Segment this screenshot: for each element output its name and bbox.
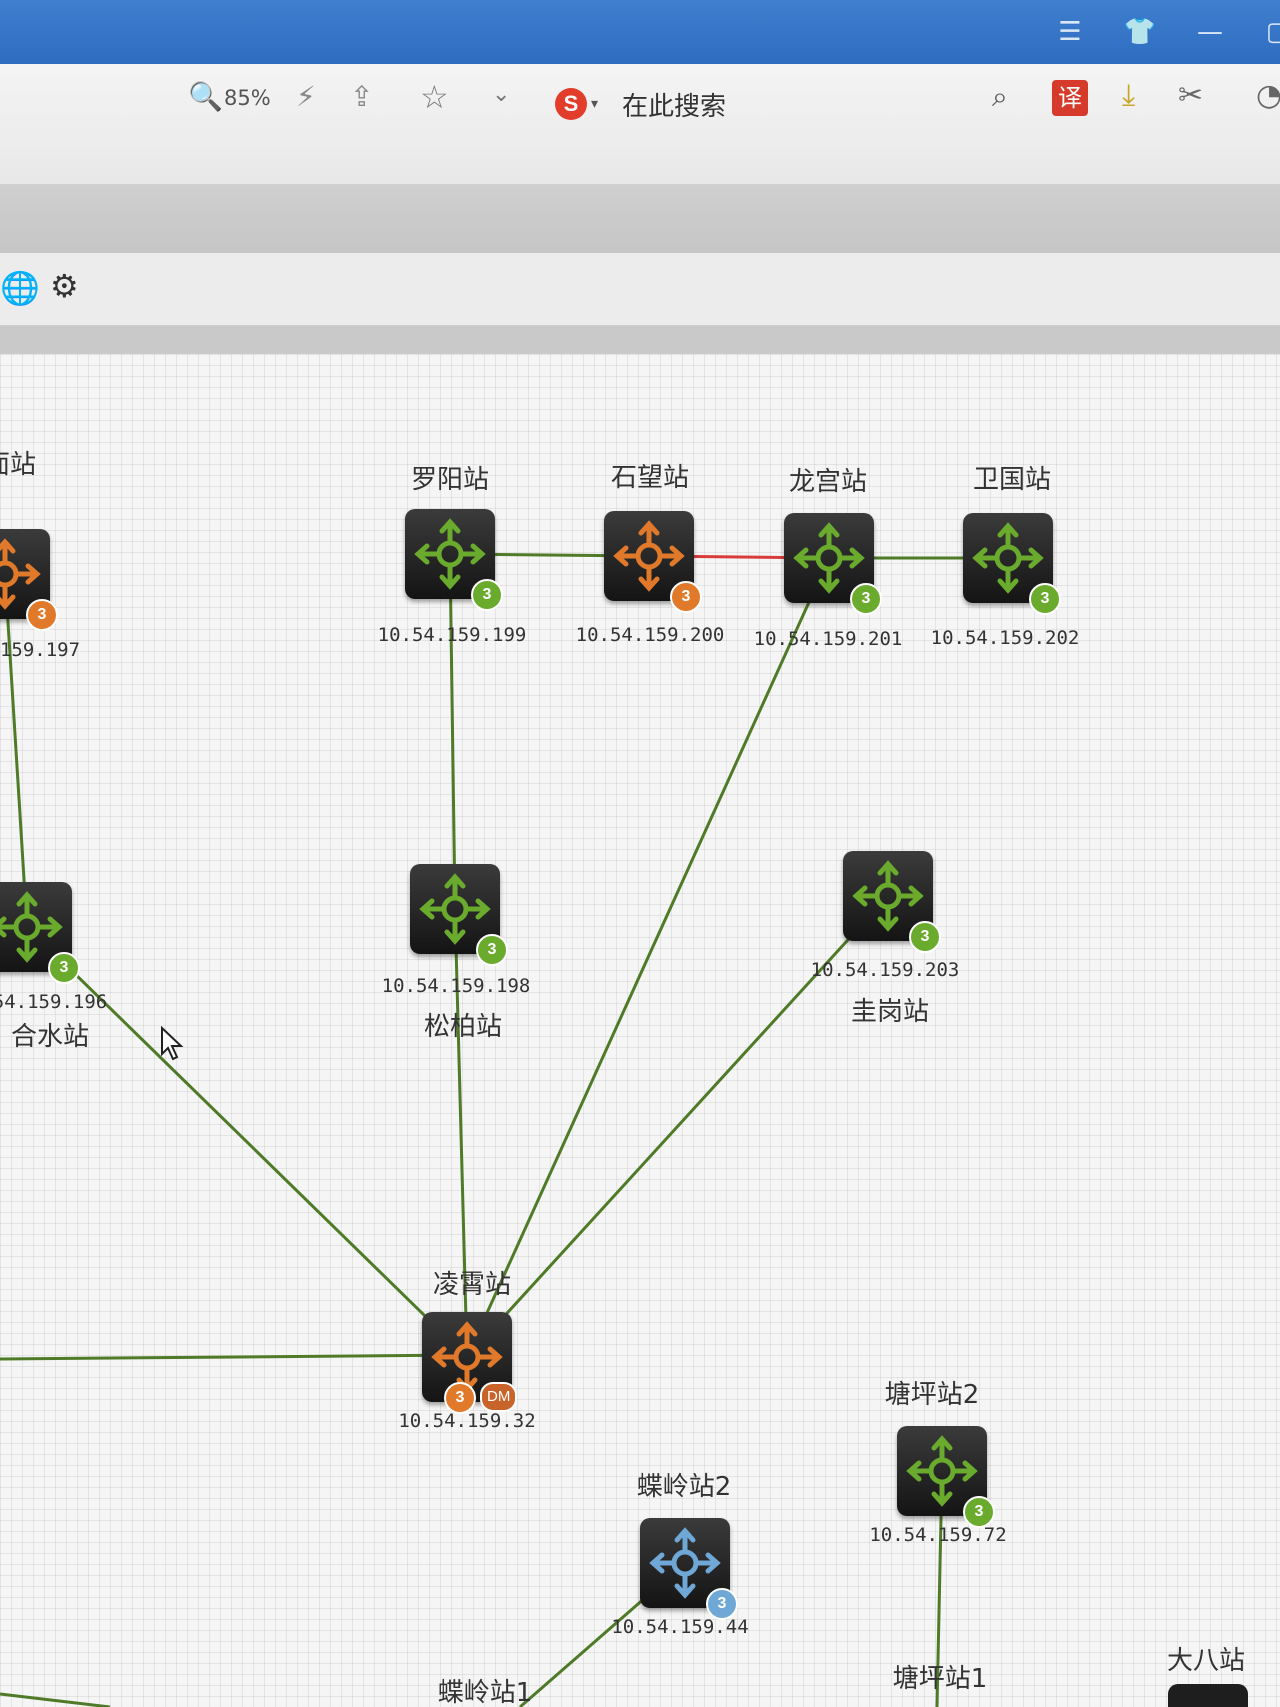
- status-badge: 3: [48, 952, 80, 984]
- node-name[interactable]: 面站: [0, 450, 37, 480]
- topology-canvas[interactable]: 3 面站 159.197 3 罗阳站 10.54.159.199 3 石望站 10.54.1…: [0, 354, 1280, 1707]
- node-ip: 10.54.159.202: [930, 627, 1080, 649]
- router-node-partial[interactable]: [1168, 1684, 1248, 1707]
- link-offscreen-west[interactable]: [0, 1353, 468, 1361]
- app-toolbar: 🌐 ⚙: [0, 253, 1280, 326]
- router-node[interactable]: 3: [784, 513, 882, 615]
- status-badge: 3: [670, 581, 702, 613]
- link-offscreen-southwest[interactable]: [0, 1692, 111, 1707]
- browser-titlebar: ☰ 👕 — ▢: [0, 0, 1280, 64]
- translate-button[interactable]: 译: [1052, 80, 1088, 116]
- app-subbar: [0, 326, 1280, 354]
- menu-icon[interactable]: ☰: [1058, 17, 1082, 47]
- maximize-icon[interactable]: ▢: [1265, 17, 1280, 47]
- minimize-icon[interactable]: —: [1197, 17, 1223, 47]
- status-badge: 3: [706, 1588, 738, 1620]
- search-icon[interactable]: ⌕: [992, 80, 1008, 113]
- node-ip: 10.54.159.199: [377, 624, 527, 646]
- link-n197-n196[interactable]: [3, 573, 29, 928]
- node-ip: 10.54.159.44: [611, 1616, 749, 1638]
- node-ip: 10.54.159.201: [753, 628, 903, 650]
- search-box[interactable]: S ▾ 在此搜索: [555, 82, 726, 126]
- globe-icon[interactable]: 🌐: [0, 269, 40, 307]
- history-icon[interactable]: ◔: [1256, 78, 1280, 113]
- download-icon[interactable]: ⤓: [1122, 78, 1136, 113]
- status-badge: 3: [850, 583, 882, 615]
- node-name[interactable]: 圭岗站: [850, 997, 930, 1027]
- share-icon[interactable]: ⇪: [350, 80, 374, 113]
- node-ip: 10.54.159.203: [810, 959, 960, 981]
- router-icon[interactable]: [0, 529, 50, 619]
- node-name[interactable]: 龙宫站: [788, 467, 868, 497]
- status-badge: 3: [476, 934, 508, 966]
- node-name[interactable]: 合水站: [10, 1022, 90, 1052]
- settings-icon[interactable]: ⚙: [50, 267, 79, 305]
- link-n199-n198[interactable]: [448, 553, 457, 910]
- router-node[interactable]: 3: [0, 882, 80, 984]
- router-node[interactable]: 3: [897, 1426, 995, 1528]
- status-badge: 3: [909, 921, 941, 953]
- router-node[interactable]: 3: [410, 864, 508, 966]
- node-name[interactable]: 塘坪站2: [884, 1380, 980, 1410]
- status-badge: 3: [963, 1496, 995, 1528]
- lightning-icon[interactable]: ⚡: [296, 80, 316, 113]
- star-icon[interactable]: ☆: [420, 78, 449, 116]
- node-name[interactable]: 石望站: [610, 463, 690, 493]
- node-name[interactable]: 大八站: [1166, 1646, 1246, 1676]
- node-name[interactable]: 塘坪站1: [892, 1664, 988, 1694]
- status-badge: 3: [1029, 583, 1061, 615]
- dm-badge: DM: [480, 1382, 518, 1412]
- skin-icon[interactable]: 👕: [1123, 17, 1157, 47]
- chevron-down-icon[interactable]: ⌄: [492, 82, 511, 107]
- router-node[interactable]: 3: [405, 509, 503, 611]
- node-name[interactable]: 罗阳站: [410, 465, 490, 495]
- node-ip: 10.54.159.72: [869, 1524, 1007, 1546]
- node-name[interactable]: 凌霄站: [432, 1270, 512, 1300]
- node-ip: 54.159.196: [0, 991, 108, 1013]
- browser-toolbar: 🔍 85% ⚡ ⇪ ☆ ⌄ S ▾ 在此搜索 ⌕ 译 ⤓ ✂ ◔: [0, 64, 1280, 185]
- dropdown-caret-icon[interactable]: ▾: [591, 96, 599, 112]
- sogou-icon[interactable]: S: [555, 88, 587, 120]
- node-ip: 159.197: [0, 639, 81, 661]
- node-ip: 10.54.159.32: [398, 1410, 536, 1432]
- router-node[interactable]: 3: [963, 513, 1061, 615]
- status-badge: 3: [26, 599, 58, 631]
- zoom-icon[interactable]: 🔍: [188, 80, 223, 113]
- node-name[interactable]: 蝶岭站1: [437, 1678, 533, 1707]
- link-n198-n32[interactable]: [453, 908, 469, 1358]
- link-n203-n32[interactable]: [465, 894, 890, 1359]
- router-icon[interactable]: [963, 513, 1053, 603]
- node-name[interactable]: 松柏站: [423, 1012, 503, 1042]
- router-node[interactable]: 3: [640, 1518, 738, 1620]
- status-badge: 3: [444, 1382, 476, 1414]
- node-name[interactable]: 卫国站: [972, 465, 1052, 495]
- search-input[interactable]: 在此搜索: [622, 91, 727, 122]
- tab-strip: [0, 185, 1280, 253]
- zoom-level[interactable]: 85%: [224, 86, 271, 110]
- node-name[interactable]: 蝶岭站2: [636, 1472, 732, 1502]
- node-ip: 10.54.159.200: [575, 624, 725, 646]
- status-badge: 3: [471, 579, 503, 611]
- router-node[interactable]: 3: [0, 529, 58, 631]
- link-n196-n32[interactable]: [25, 925, 469, 1359]
- node-ip: 10.54.159.198: [381, 975, 531, 997]
- router-node[interactable]: 3: [843, 851, 941, 953]
- router-node[interactable]: 3: [604, 511, 702, 613]
- link-n201-n32[interactable]: [465, 557, 831, 1358]
- scissors-icon[interactable]: ✂: [1178, 78, 1204, 113]
